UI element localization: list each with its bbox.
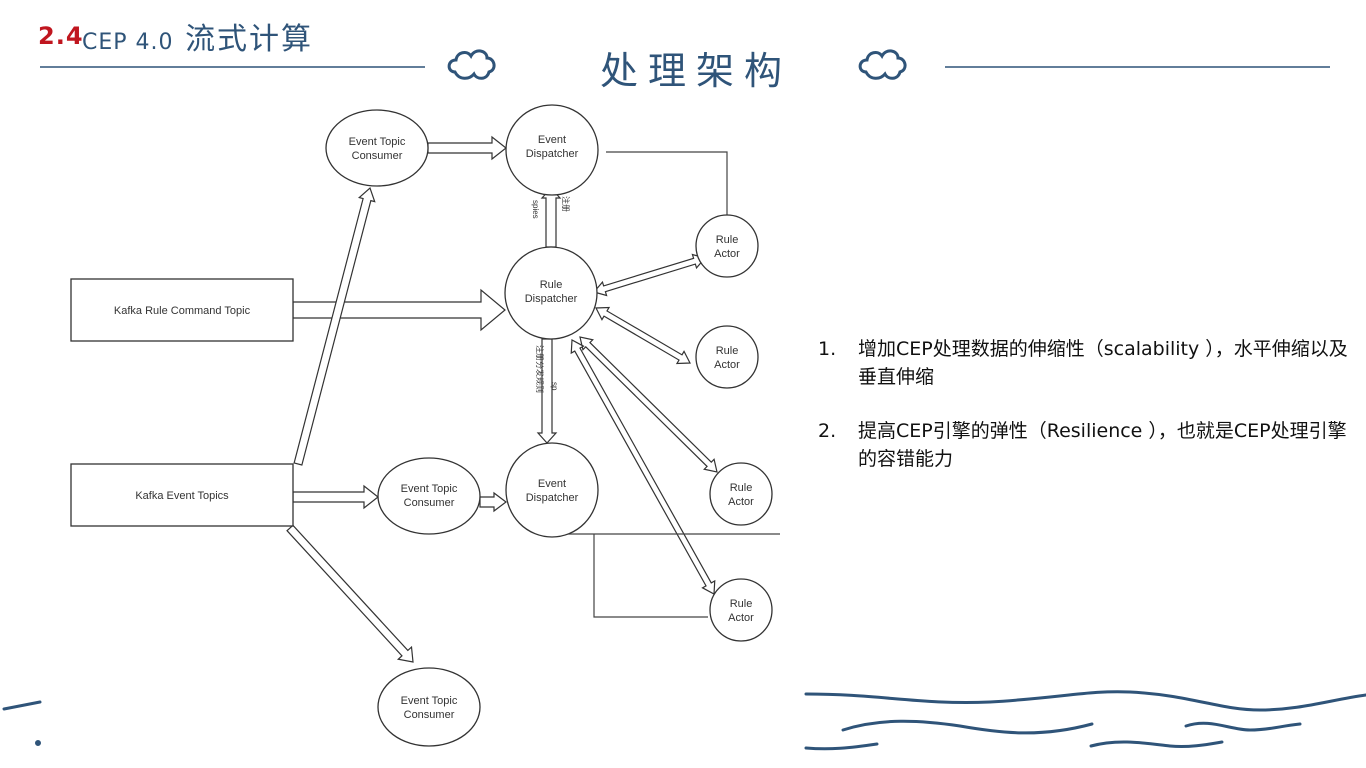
bullet-number: 2. [818, 420, 837, 442]
node-label: Rule [540, 279, 563, 291]
node-kafka-event-topics: Kafka Event Topics [70, 463, 294, 527]
node-label: Event Topic [349, 136, 406, 148]
arrow-rule-to-event-dispatcher-top [540, 187, 562, 248]
arrow-consumer-to-dispatcher [427, 135, 507, 161]
node-label: Kafka Event Topics [135, 490, 229, 502]
bullet-number: 1. [818, 338, 837, 360]
node-event-topic-consumer-bottom: Event Topic Consumer [377, 667, 481, 747]
edge-label: sp [550, 382, 559, 391]
node-label: Consumer [404, 497, 455, 509]
node-label: Event [538, 134, 566, 146]
bullet-text: 提高CEP引擎的弹性（Resilience ），也就是CEP处理引擎的容错能力 [858, 420, 1347, 470]
node-label: Dispatcher [526, 148, 579, 160]
node-rule-actor-2: Rule Actor [695, 325, 759, 389]
arrow-rule-dispatcher-actor-3 [579, 336, 718, 473]
title-latin: CEP 4.0 [82, 30, 174, 55]
title-number: 2.4 [38, 22, 84, 50]
node-label: Actor [714, 359, 740, 371]
arrow-events-to-bottom-consumer [286, 524, 414, 663]
edge-label: 注册 [561, 196, 571, 212]
edge-label: 注册分发规则 [535, 345, 545, 393]
arrows-layer [286, 135, 718, 663]
arrow-command-to-rule-dispatcher [292, 288, 506, 332]
node-rule-actor-1: Rule Actor [695, 214, 759, 278]
arrow-events-to-top-consumer [293, 186, 376, 466]
title-text: CEP 4.0 流式计算 [82, 14, 313, 58]
bullet-text: 增加CEP处理数据的伸缩性（scalability ），水平伸缩以及垂直伸缩 [858, 338, 1348, 388]
bullet-list: 1. 增加CEP处理数据的伸缩性（scalability ），水平伸缩以及垂直伸… [818, 335, 1358, 499]
node-rule-actor-3: Rule Actor [709, 462, 773, 526]
node-label: Actor [728, 612, 754, 624]
node-event-dispatcher-top: Event Dispatcher [505, 104, 599, 196]
node-label: Rule [730, 598, 753, 610]
node-label: Event Topic [401, 695, 458, 707]
node-label: Rule [716, 234, 739, 246]
arrow-events-to-mid-consumer [292, 484, 379, 510]
subtitle: 处理架构 [600, 49, 793, 93]
arrow-rule-dispatcher-actor-2 [595, 306, 691, 365]
node-label: Consumer [352, 150, 403, 162]
node-event-dispatcher-bottom: Event Dispatcher [505, 442, 599, 538]
node-label: Rule [730, 482, 753, 494]
node-kafka-rule-command-topic: Kafka Rule Command Topic [70, 278, 294, 342]
edge-label: spies [531, 200, 540, 219]
node-label: Consumer [404, 709, 455, 721]
cloud-icon [858, 49, 907, 80]
node-label: Kafka Rule Command Topic [114, 305, 251, 317]
node-event-topic-consumer-top: Event Topic Consumer [325, 109, 429, 187]
arrow-rule-dispatcher-actor-4 [570, 339, 716, 595]
node-label: Dispatcher [526, 492, 579, 504]
node-label: Event Topic [401, 483, 458, 495]
node-label: Actor [728, 496, 754, 508]
connector-line [606, 151, 728, 216]
connector-lines [552, 151, 780, 618]
connector-line [593, 534, 708, 618]
bullet-item: 1. 增加CEP处理数据的伸缩性（scalability ），水平伸缩以及垂直伸… [818, 335, 1358, 391]
wave-lines [2, 690, 1366, 751]
cloud-icon [447, 49, 496, 80]
arrow-rule-to-event-dispatcher-bottom [536, 338, 558, 444]
arrow-rule-dispatcher-actor-1 [592, 253, 707, 297]
node-label: Event [538, 478, 566, 490]
title-cjk: 流式计算 [185, 22, 314, 57]
node-label: Dispatcher [525, 293, 578, 305]
node-label: Actor [714, 248, 740, 260]
bullet-item: 2. 提高CEP引擎的弹性（Resilience ），也就是CEP处理引擎的容错… [818, 417, 1358, 473]
node-rule-actor-4: Rule Actor [709, 578, 773, 642]
node-rule-dispatcher: Rule Dispatcher [504, 246, 598, 340]
node-event-topic-consumer-mid: Event Topic Consumer [377, 457, 481, 535]
node-label: Rule [716, 345, 739, 357]
arrow-consumer-to-dispatcher [479, 491, 507, 513]
